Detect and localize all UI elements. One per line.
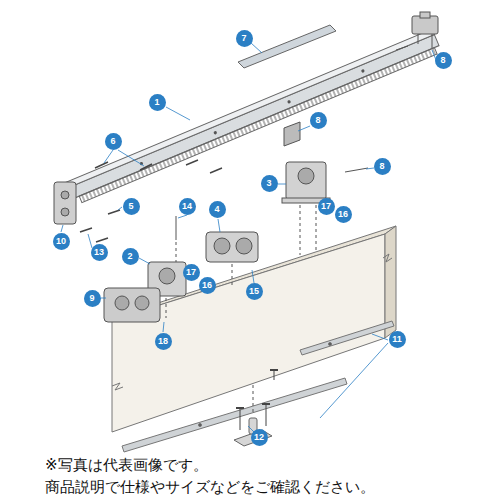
- screws: [80, 160, 222, 242]
- hanger-mid: [176, 216, 258, 262]
- damper: [104, 288, 160, 322]
- rail-cover: [238, 25, 336, 68]
- note-text: 商品説明で仕様やサイズなどをご確認ください。: [45, 478, 375, 496]
- callout-number: 12: [251, 429, 268, 446]
- callout-number: 14: [179, 198, 196, 215]
- callout-number: 1: [149, 94, 166, 111]
- guide-rail: [122, 321, 394, 452]
- callout-number: 17: [183, 264, 200, 281]
- end-stop: [396, 12, 438, 50]
- callout-number: 13: [91, 244, 108, 261]
- callout-number: 5: [123, 198, 140, 215]
- assembly-lines: [166, 205, 316, 412]
- hanger-right: [282, 122, 368, 203]
- callout-number: 2: [122, 248, 139, 265]
- callout-number: 3: [261, 175, 278, 192]
- callout-number: 9: [84, 290, 101, 307]
- leader-lines: [61, 43, 436, 432]
- door-panel: [112, 226, 396, 432]
- callout-number: 6: [105, 133, 122, 150]
- callout-number: 16: [335, 206, 352, 223]
- callout-number: 4: [209, 201, 226, 218]
- callout-number: 8: [310, 112, 327, 129]
- callout-number: 17: [318, 198, 335, 215]
- callout-number: 8: [435, 52, 452, 69]
- end-bracket: [54, 182, 76, 224]
- callout-number: 8: [374, 158, 391, 175]
- callout-number: 15: [246, 283, 263, 300]
- callout-number: 16: [199, 277, 216, 294]
- callout-number: 11: [389, 331, 406, 348]
- callout-number: 7: [236, 30, 253, 47]
- note-text: ※写真は代表画像です。: [45, 456, 208, 474]
- top-rail: [63, 29, 442, 206]
- callout-number: 18: [155, 333, 172, 350]
- callout-number: 10: [53, 233, 70, 250]
